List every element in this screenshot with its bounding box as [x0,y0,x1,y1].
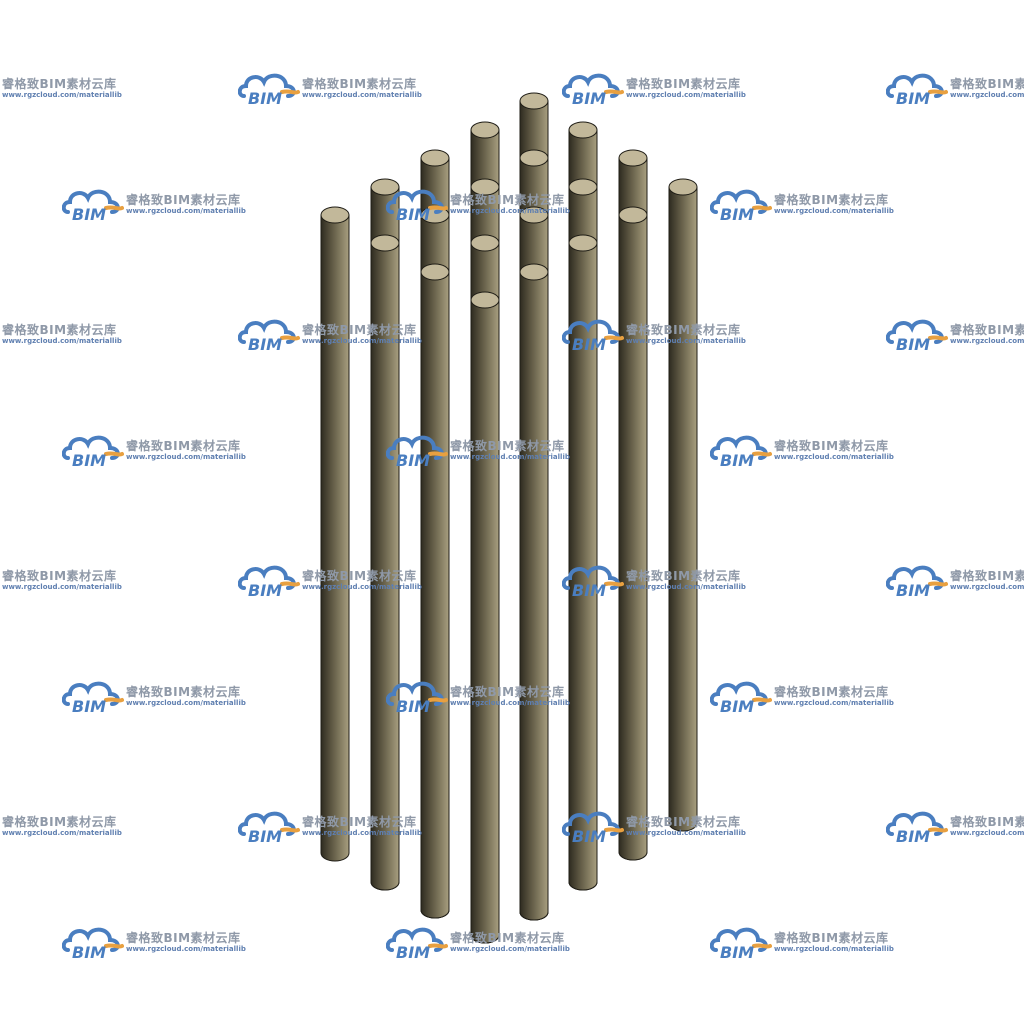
rod-top-cap [519,206,549,224]
rod-top-cap [320,206,350,224]
rod-top-cap [470,178,500,196]
rod-top-cap [668,178,698,196]
rod-top-cap [470,121,500,139]
rod-body [519,271,549,921]
rod-top-cap [420,149,450,167]
rod-body [568,242,598,891]
rod-top-cap [470,234,500,252]
rod [568,234,598,891]
rod-top-cap [519,263,549,281]
rod-top-cap [370,234,400,252]
rod-top-cap [470,291,500,309]
rod-top-cap [618,206,648,224]
rod [420,263,450,919]
rod [470,291,500,944]
rod-body [420,271,450,919]
rod-body [470,299,500,944]
rod-top-cap [618,149,648,167]
rod-top-cap [420,206,450,224]
rod-top-cap [519,92,549,110]
rod [370,234,400,891]
rod-body [668,186,698,832]
rod-top-cap [420,263,450,281]
rod-body [618,214,648,861]
rod-body [370,242,400,891]
rod-top-cap [568,121,598,139]
rod-top-cap [568,178,598,196]
rod [519,263,549,921]
rod-top-cap [519,149,549,167]
rod [320,206,350,862]
rod-top-cap [370,178,400,196]
rod [618,206,648,861]
rod-body [320,214,350,862]
rod-top-cap [568,234,598,252]
rod [668,178,698,832]
